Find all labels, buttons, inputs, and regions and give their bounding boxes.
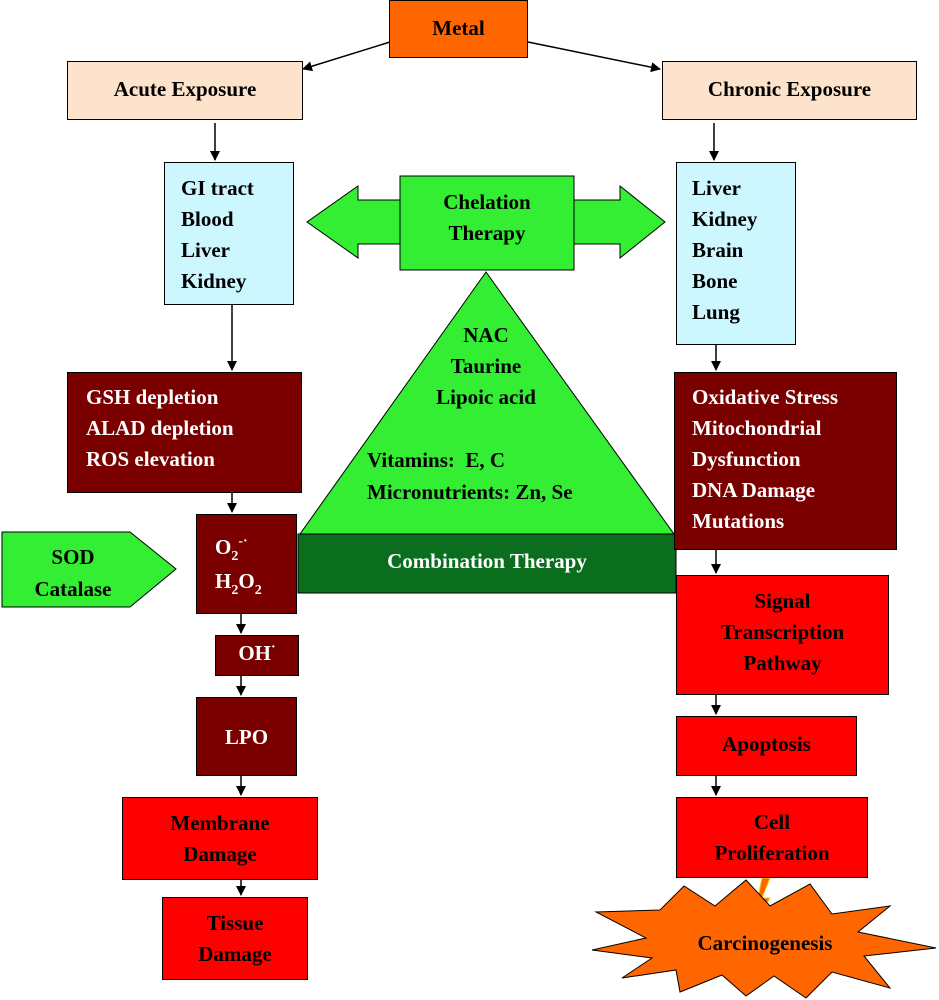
acute-organ-blood: Blood (181, 207, 234, 231)
effect-dna-damage: DNA Damage (692, 478, 816, 502)
acute-exposure-label: Acute Exposure (113, 77, 257, 101)
chelation-label-line1: Chelation (443, 190, 531, 214)
proliferation-line2: Proliferation (714, 841, 830, 865)
tissue-damage-line2: Damage (198, 942, 272, 966)
tissue-damage-box (162, 897, 308, 980)
effect-oxidative-stress: Oxidative Stress (692, 385, 839, 409)
hydroxyl-box (215, 635, 299, 676)
chronic-exposure-label: Chronic Exposure (707, 77, 872, 101)
chelation-box (399, 175, 575, 271)
chronic-organ-brain: Brain (692, 238, 744, 262)
apoptosis-label: Apoptosis (722, 732, 811, 756)
effect-mutations: Mutations (692, 509, 785, 533)
effect-gsh-depletion: GSH depletion (86, 385, 219, 409)
lpo-box (196, 697, 297, 776)
superoxide-label: O2-· (215, 534, 248, 564)
effect-ros-elevation: ROS elevation (86, 447, 215, 471)
carcinogenesis-starburst (591, 879, 937, 999)
signal-pathway-box (676, 575, 889, 695)
ros-species-box (196, 514, 297, 614)
acute-exposure-box (67, 61, 303, 120)
effect-alad-depletion: ALAD depletion (86, 416, 234, 440)
combination-therapy-label: Combination Therapy (387, 549, 587, 573)
tissue-damage-line1: Tissue (206, 911, 264, 935)
hydroxyl-label: OH· (238, 640, 276, 665)
lpo-label: LPO (224, 725, 269, 749)
antioxidant-nac: NAC (463, 323, 509, 347)
chronic-organ-bone: Bone (692, 269, 738, 293)
arrow-metal-to-chronic (527, 41, 661, 73)
effect-dysfunction: Dysfunction (692, 447, 801, 471)
sod-catalase-arrow (1, 531, 177, 608)
signal-line1: Signal (754, 589, 811, 613)
connector-arrows (210, 41, 721, 896)
acute-organ-kidney: Kidney (181, 269, 247, 293)
chronic-exposure-box (662, 61, 917, 120)
proliferation-line1: Cell (753, 810, 791, 834)
chelation-label-line2: Therapy (448, 221, 526, 245)
chronic-effects-box (674, 372, 897, 550)
chelation-right-arrow (573, 184, 666, 260)
signal-line3: Pathway (743, 651, 822, 675)
metal-box (389, 0, 528, 58)
membrane-damage-line2: Damage (183, 842, 257, 866)
effect-mitochondrial: Mitochondrial (692, 416, 822, 440)
acute-organ-gi-tract: GI tract (181, 176, 254, 200)
acute-effects-box (67, 372, 302, 493)
catalase-label: Catalase (34, 577, 112, 601)
membrane-damage-line1: Membrane (170, 811, 270, 835)
carcinogenesis-label: Carcinogenesis (697, 931, 833, 955)
membrane-damage-box (122, 797, 318, 880)
antioxidant-lipoic-acid: Lipoic acid (436, 385, 536, 409)
chronic-organs-box (676, 162, 796, 345)
apoptosis-box (676, 716, 857, 776)
micronutrients-label: Micronutrients: Zn, Se (367, 480, 573, 504)
chronic-organ-kidney: Kidney (692, 207, 758, 231)
combination-therapy-bar (297, 533, 677, 594)
vitamins-label: Vitamins: E, C (367, 448, 506, 472)
metal-label: Metal (432, 16, 485, 40)
signal-line2: Transcription (720, 620, 845, 644)
chronic-organ-lung: Lung (692, 300, 740, 324)
cell-proliferation-box (676, 797, 868, 878)
acute-organ-liver: Liver (181, 238, 230, 262)
chronic-organ-liver: Liver (692, 176, 741, 200)
hydrogen-peroxide-label: H2O2 (215, 569, 262, 598)
sod-label: SOD (51, 545, 95, 569)
arrow-metal-to-acute (302, 41, 391, 72)
antioxidant-taurine: Taurine (450, 354, 522, 378)
acute-organs-box (164, 162, 294, 305)
chelation-left-arrow (306, 185, 401, 259)
